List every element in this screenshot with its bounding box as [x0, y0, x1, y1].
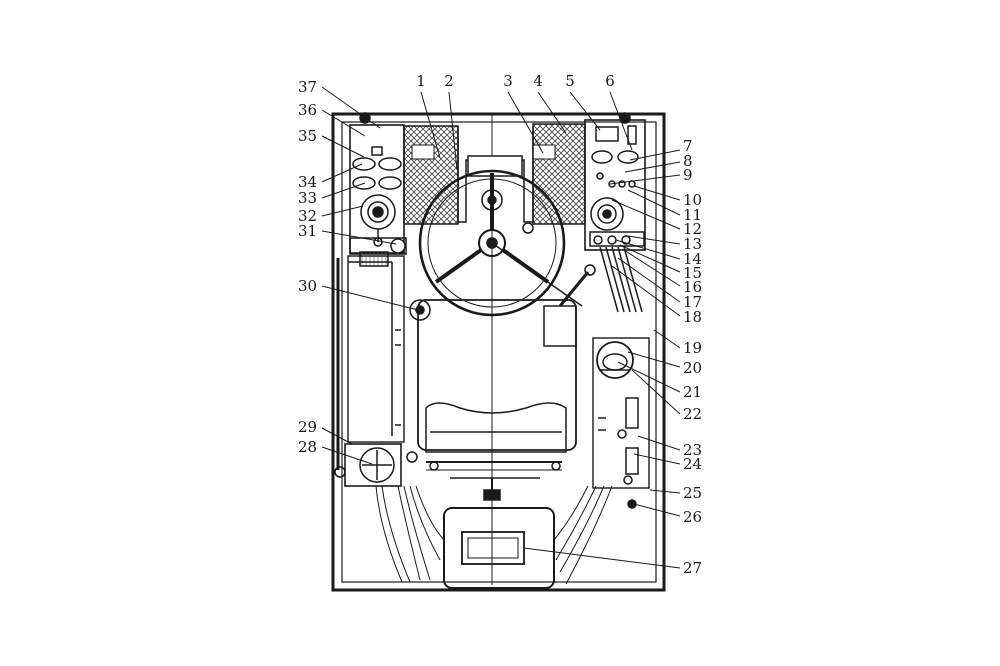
callout-33: 33 — [298, 189, 317, 207]
callout-13: 13 — [683, 235, 702, 253]
callout-20: 20 — [683, 359, 702, 377]
left-control-panel — [349, 124, 405, 254]
right-control-panel — [584, 119, 646, 251]
callout-36: 36 — [298, 101, 317, 119]
callout-6: 6 — [605, 72, 615, 90]
right-lower-cabinet — [592, 337, 650, 489]
callout-18: 18 — [683, 308, 702, 326]
callout-3: 3 — [503, 72, 513, 90]
callout-11: 11 — [683, 206, 702, 224]
pedal-cluster — [443, 507, 555, 589]
lever-box — [543, 305, 577, 347]
callout-24: 24 — [683, 455, 702, 473]
cabin-inner-wall — [341, 121, 657, 583]
callout-22: 22 — [683, 405, 702, 423]
callout-2: 2 — [444, 72, 454, 90]
callout-28: 28 — [298, 438, 317, 456]
callout-37: 37 — [298, 78, 317, 96]
callout-30: 30 — [298, 277, 317, 295]
callout-17: 17 — [683, 293, 702, 311]
callout-5: 5 — [565, 72, 575, 90]
leader-lines — [321, 86, 681, 569]
callout-12: 12 — [683, 220, 702, 238]
callout-14: 14 — [683, 250, 702, 268]
callout-35: 35 — [298, 127, 317, 145]
right-heater-block — [532, 123, 586, 225]
callout-32: 32 — [298, 207, 317, 225]
callout-4: 4 — [533, 72, 543, 90]
callout-16: 16 — [683, 278, 702, 296]
callout-34: 34 — [298, 173, 317, 191]
callout-26: 26 — [683, 508, 702, 526]
callout-labels: 1 2 3 4 5 6 7 8 9 10 11 12 13 14 15 16 1… — [298, 72, 702, 577]
brake-valve-box — [344, 443, 402, 487]
callout-31: 31 — [298, 222, 317, 240]
callout-7: 7 — [683, 137, 693, 155]
left-cabinet — [347, 255, 405, 443]
callout-29: 29 — [298, 418, 317, 436]
callout-27: 27 — [683, 559, 702, 577]
callout-23: 23 — [683, 441, 702, 459]
callout-15: 15 — [683, 264, 702, 282]
callout-21: 21 — [683, 383, 702, 401]
steering-wheel — [418, 169, 566, 317]
driver-seat — [417, 299, 577, 451]
left-heater-block — [403, 125, 459, 225]
callout-8: 8 — [683, 152, 693, 170]
callout-10: 10 — [683, 191, 702, 209]
callout-1: 1 — [416, 72, 426, 90]
callout-19: 19 — [683, 339, 702, 357]
callout-25: 25 — [683, 484, 702, 502]
cabin-outer-wall — [331, 112, 666, 592]
callout-9: 9 — [683, 166, 693, 184]
